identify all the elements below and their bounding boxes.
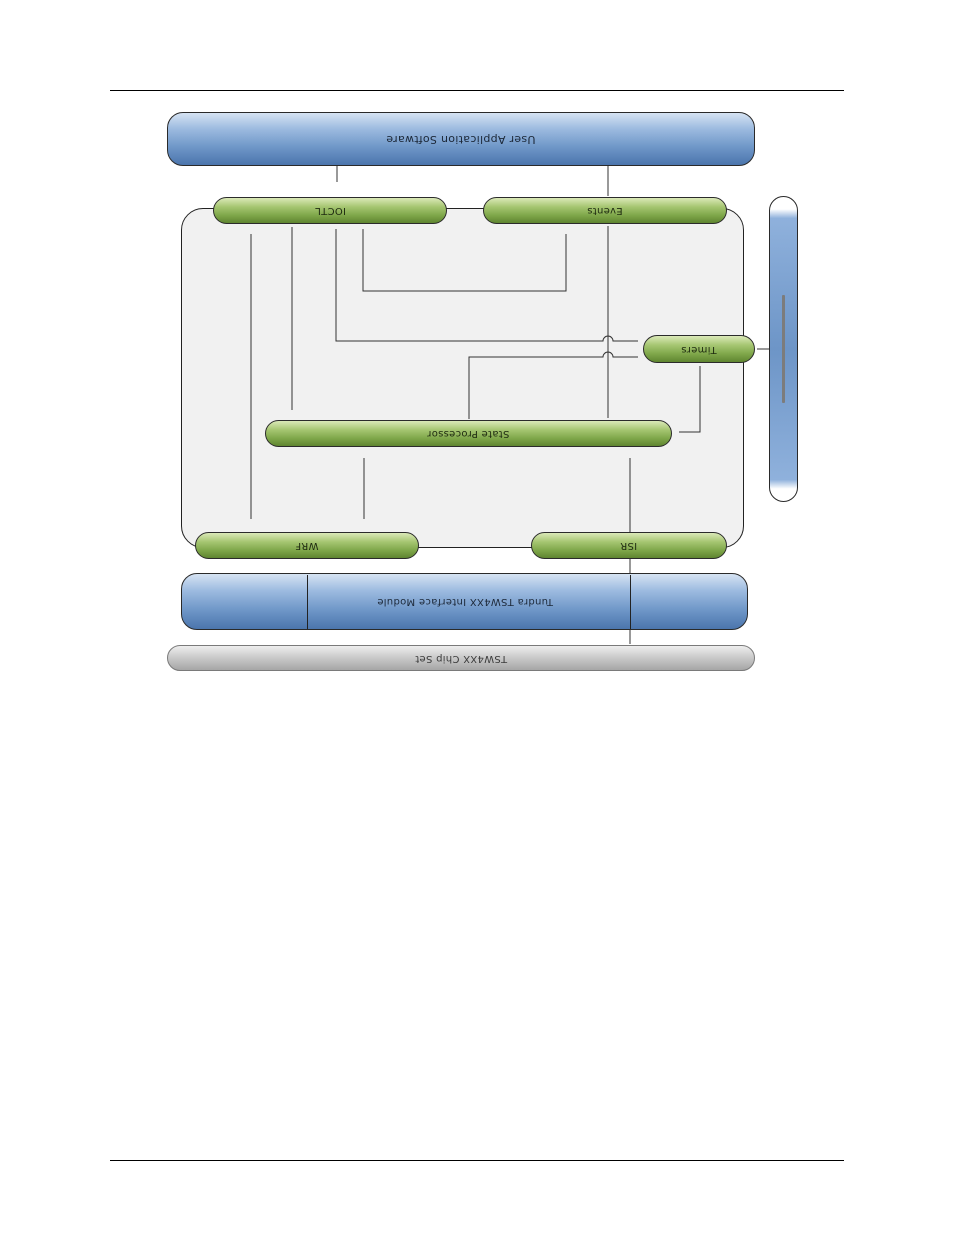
connector-ioctl-events xyxy=(363,229,566,291)
timers-block: Timers xyxy=(643,335,755,363)
timers-label: Timers xyxy=(681,344,717,355)
tsw-module-divider-right xyxy=(630,575,631,629)
wrf-label: WRF xyxy=(295,540,319,551)
state-processor-block: State Processor xyxy=(265,420,672,447)
connector-state-timers xyxy=(469,352,638,419)
isr-label: ISR xyxy=(620,540,637,551)
isr-block: ISR xyxy=(531,532,727,559)
ioctl-label: IOCTL xyxy=(315,205,346,216)
os-services-bar-marker xyxy=(782,295,785,403)
events-label: Events xyxy=(587,205,623,216)
tsw-module-divider-left xyxy=(307,575,308,629)
os-services-bar xyxy=(769,196,798,502)
user-application-label: User Application Software xyxy=(386,133,536,146)
tsw-interface-module-block: Tundra TSW4XX Interface Module xyxy=(181,573,748,630)
tsw-chip-set-label: TSW4XX Chip Set xyxy=(415,653,507,664)
tsw-chip-set-block: TSW4XX Chip Set xyxy=(167,645,755,671)
tsw-interface-module-label: Tundra TSW4XX Interface Module xyxy=(377,596,553,607)
state-processor-label: State Processor xyxy=(427,428,509,439)
ioctl-block: IOCTL xyxy=(213,197,447,224)
user-application-block: User Application Software xyxy=(167,112,755,166)
footer-rule xyxy=(110,1160,844,1161)
wrf-block: WRF xyxy=(195,532,419,559)
connector-timers-state xyxy=(679,366,700,432)
software-architecture-diagram: User Application Software IOCTL Events T… xyxy=(0,0,954,700)
connector-ioctl-timers xyxy=(336,229,638,341)
events-block: Events xyxy=(483,197,727,224)
